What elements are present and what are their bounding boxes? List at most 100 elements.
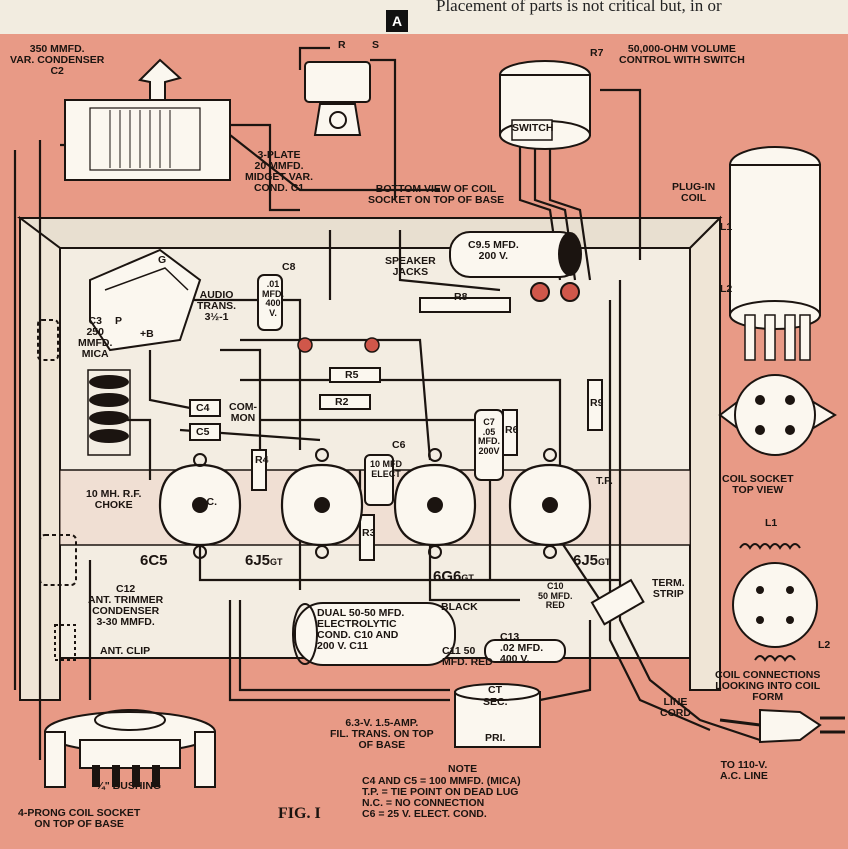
c9-capacitor [449,231,582,278]
ant-clip-label: ANT. CLIP [100,645,151,657]
l2-label: L2 [818,639,831,651]
figure-badge: A [386,10,408,32]
var-condenser-label: 350 MMFD. VAR. CONDENSER C2 [10,43,105,77]
l2-coil-label: L2 [720,283,733,295]
speaker-jack-1 [530,282,550,302]
coil-socket-top-view [718,374,837,456]
r-s-label-r: R [338,39,346,51]
c10-red-label: C10 50 MFD. RED [538,581,573,610]
tube-socket-6j5-b [508,448,592,559]
coil-socket-top-label: COIL SOCKET TOP VIEW [722,473,794,496]
top-strip [0,0,848,34]
red-terminal-2 [364,337,380,353]
midget-cond-label: 3-PLATE 20 MMFD. MIDGET VAR. COND. C1 [245,149,314,194]
midget-cond-c1 [304,61,371,136]
pri-label: PRI. [485,732,506,744]
r7-label: R7 [590,47,604,59]
c4-capacitor [189,399,221,417]
ct-label: CT [488,684,502,696]
volume-control-label: 50,000-OHM VOLUME CONTROL WITH SWITCH [619,43,745,66]
tube-6g6-name: 6G6 [433,568,462,585]
c13-capacitor [484,639,566,663]
dual-electrolytic-label: DUAL 50-50 MFD. ELECTROLYTIC COND. C10 A… [317,607,405,652]
note-title: NOTE [448,763,478,775]
fil-trans-label: 6.3-V. 1.5-AMP. FIL. TRANS. ON TOP OF BA… [330,717,434,751]
g-label: G [158,254,167,266]
line-cord-plug [719,708,845,744]
term-strip-label: TERM. STRIP [652,577,685,600]
r5-label: R5 [345,369,359,381]
r4-label: R4 [255,454,269,466]
tube-6j5-b-suffix: GT [598,557,611,567]
r5-resistor [329,367,381,383]
sec-label: SEC. [483,696,508,708]
c7-label: C7 .05 MFD. 200V [478,417,500,456]
coil-connections-diagram [732,543,818,662]
plug-in-coil [729,146,821,361]
term-strip [590,578,645,626]
r2-resistor [319,394,371,410]
c8-capacitor [257,274,283,331]
four-prong-socket [44,709,216,788]
tube-6g6-suffix: GT [461,573,474,583]
audio-trans-label: AUDIO TRANS. 3½-1 [197,289,237,323]
r9-resistor [587,379,603,431]
nc-label-1: N.C. [196,496,217,508]
c12-trimmer [39,534,77,586]
line-cord-label: LINE CORD [660,696,691,719]
c11-label: C11 50 MFD. RED [442,645,493,668]
plug-in-coil-label: PLUG-IN COIL [672,181,716,204]
c8-label: C8 [282,261,296,273]
figure-number: FIG. I [278,805,321,822]
common-label: COM- MON [229,401,257,424]
rf-choke [87,369,131,456]
r4-resistor [251,449,267,491]
bushing-label: ¾" BUSHING [96,780,162,792]
ant-clip [54,624,76,661]
l1-coil-label: L1 [720,221,733,233]
tube-6j5-a-suffix: GT [270,557,283,567]
c3-label: C3 250 MMFD. MICA [78,315,113,360]
p-label: P [115,315,123,327]
rf-choke-label: 10 MH. R.F. CHOKE [86,488,142,511]
note-lines: C4 AND C5 = 100 MMFD. (MICA) T.P. = TIE … [362,775,521,820]
volume-control [499,60,591,150]
c4-label: C4 [196,402,210,414]
c6-value-label: 10 MFD ELECT [370,459,403,479]
r3-resistor [359,514,375,561]
ac-line-label: TO 110-V. A.C. LINE [720,759,768,782]
bottom-view-label: BOTTOM VIEW OF COIL SOCKET ON TOP OF BAS… [368,183,505,206]
r-s-label-s: S [372,39,380,51]
tube-socket-6j5-a [280,448,364,559]
r9-label: R9 [590,397,604,409]
r8-label: R8 [454,291,468,303]
c5-label: C5 [196,426,210,438]
c5-capacitor [189,423,221,441]
audio-transformer [89,248,202,352]
switch-label: SWITCH [512,122,554,134]
c8-value-label: .01 MFD. 400 V. [262,279,284,318]
c6-label: C6 [392,439,406,451]
filament-transformer [454,683,541,748]
l1-label: L1 [765,517,778,529]
r8-resistor [419,297,511,313]
speaker-jacks-label: SPEAKER JACKS [385,255,436,278]
c7-capacitor [474,409,504,481]
dual-electrolytic [292,602,456,666]
tube-label-6c5: 6C5 [140,552,168,569]
c9-label: C9.5 MFD. 200 V. [468,239,519,262]
plus-b-label: +B [140,328,154,340]
r3-label: R3 [362,527,376,539]
c6-capacitor [364,454,394,506]
c13-label: C13 .02 MFD. 400 V. [500,631,544,665]
tube-label-6j5-a: 6J5GT [245,552,283,569]
var-condenser-c2 [64,58,231,181]
tube-6j5-b-name: 6J5 [573,552,599,569]
r6-label: R6 [505,424,519,436]
tube-socket-6c5 [158,453,242,559]
tube-socket-6g6 [393,448,477,559]
caption-fragment: Placement of parts is not critical but, … [436,0,722,15]
red-terminal-1 [297,337,313,353]
coil-connections-label: COIL CONNECTIONS LOOKING INTO COIL FORM [715,669,821,703]
